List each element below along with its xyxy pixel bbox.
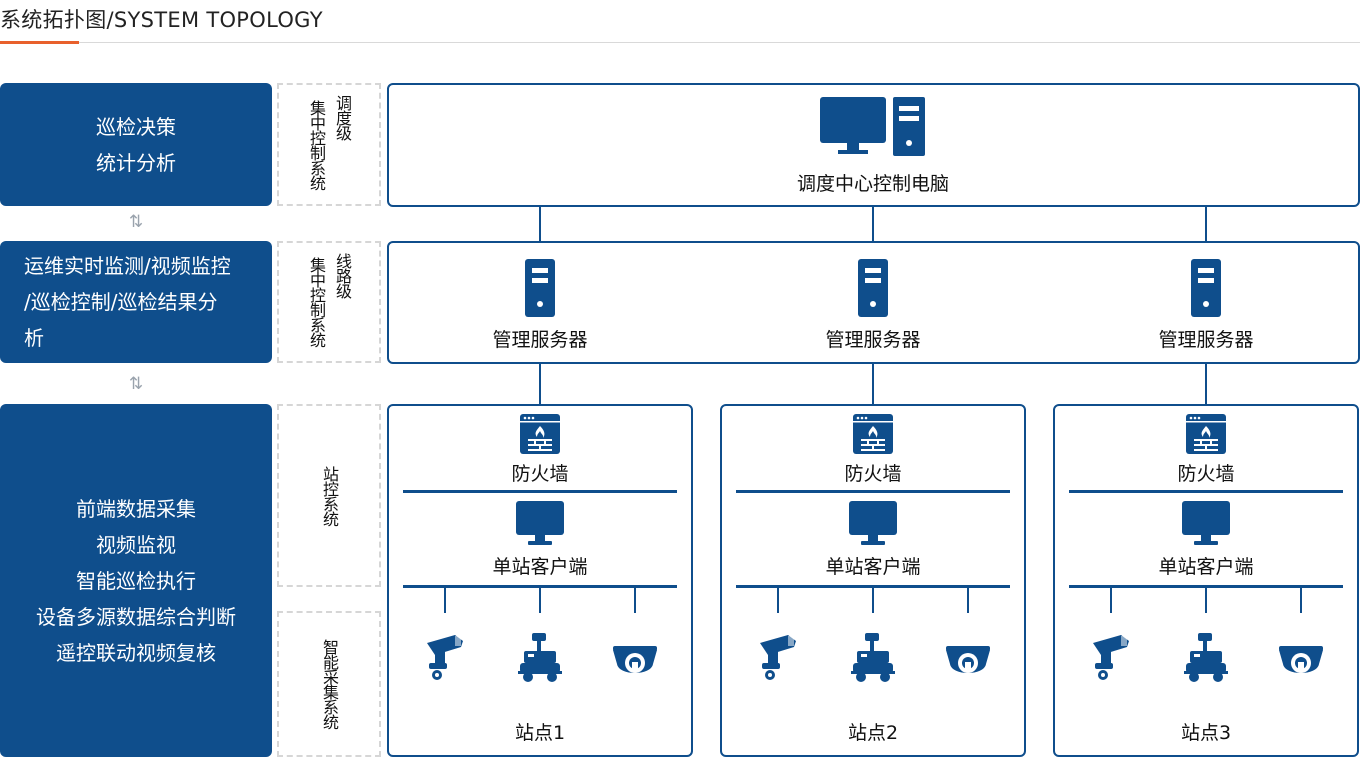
station-box-2 bbox=[720, 404, 1026, 757]
network-bus-line bbox=[1069, 490, 1343, 493]
panel-line: 统计分析 bbox=[96, 150, 176, 175]
network-bus-line bbox=[736, 490, 1010, 493]
panel-line: 智能巡检执行 bbox=[76, 568, 196, 593]
panel-line: 运维实时监测/视频监控 bbox=[24, 254, 231, 278]
monitor-icon bbox=[849, 501, 897, 545]
level-main-text: 集中控制系统 bbox=[307, 257, 326, 347]
bullet-camera-icon bbox=[427, 635, 463, 680]
device-drop-line bbox=[1300, 587, 1302, 613]
station-box-3 bbox=[1053, 404, 1359, 757]
panel-line: 巡检决策 bbox=[96, 114, 176, 139]
station-name: 站点1 bbox=[514, 722, 566, 744]
level-sub-text: 线路级 bbox=[333, 253, 352, 298]
server-label: 管理服务器 bbox=[492, 329, 588, 351]
level-main-text: 站控系统 bbox=[320, 465, 339, 526]
left-panel-decision: 巡检决策 统计分析 bbox=[0, 83, 272, 206]
network-bus-line bbox=[403, 490, 677, 493]
server-icon bbox=[858, 259, 888, 317]
panel-line: 视频监视 bbox=[96, 532, 176, 557]
device-bus-line bbox=[1069, 585, 1343, 588]
device-drop-line bbox=[634, 587, 636, 613]
device-drop-line bbox=[777, 587, 779, 613]
left-panel-monitoring: 运维实时监测/视频监控 /巡检控制/巡检结果分 析 bbox=[0, 241, 272, 363]
client-label: 单站客户端 bbox=[492, 556, 588, 578]
connector-line bbox=[872, 363, 874, 405]
bullet-camera-icon bbox=[1093, 635, 1129, 680]
server-icon bbox=[1191, 259, 1221, 317]
left-panel-collection: 前端数据采集 视频监视 智能巡检执行 设备多源数据综合判断 遥控联动视频复核 bbox=[0, 404, 272, 757]
server-label: 管理服务器 bbox=[825, 329, 921, 351]
firewall-label: 防火墙 bbox=[1177, 463, 1235, 485]
panel-line: 设备多源数据综合判断 bbox=[36, 604, 236, 629]
panel-line: /巡检控制/巡检结果分 bbox=[24, 290, 218, 314]
station-name: 站点2 bbox=[847, 722, 899, 744]
title-accent-bar bbox=[0, 41, 79, 44]
panel-line: 遥控联动视频复核 bbox=[56, 640, 216, 665]
server-icon bbox=[525, 259, 555, 317]
device-drop-line bbox=[1110, 587, 1112, 613]
connector-line bbox=[539, 206, 541, 242]
client-label: 单站客户端 bbox=[1158, 556, 1254, 578]
level-main-text: 智能采集系统 bbox=[320, 639, 339, 729]
panel-line: 前端数据采集 bbox=[76, 496, 196, 521]
level-label-station-control: 站控系统 bbox=[277, 404, 381, 587]
page-title: 系统拓扑图/SYSTEM TOPOLOGY bbox=[0, 8, 323, 32]
connector-line bbox=[1205, 363, 1207, 405]
level-label-dispatch: 集中控制系统 调度级 bbox=[277, 83, 381, 206]
inspection-robot-icon bbox=[1184, 633, 1228, 682]
device-drop-line bbox=[967, 587, 969, 613]
station-box-1 bbox=[387, 404, 693, 757]
up-down-arrow-icon: ⇅ bbox=[128, 212, 144, 232]
dome-camera-icon bbox=[613, 646, 657, 673]
bullet-camera-icon bbox=[760, 635, 796, 680]
inspection-robot-icon bbox=[851, 633, 895, 682]
client-label: 单站客户端 bbox=[825, 556, 921, 578]
title-divider bbox=[0, 42, 1360, 43]
monitor-icon bbox=[1182, 501, 1230, 545]
panel-line: 析 bbox=[24, 326, 44, 350]
monitor-icon bbox=[516, 501, 564, 545]
firewall-icon bbox=[520, 414, 560, 454]
server-label: 管理服务器 bbox=[1158, 329, 1254, 351]
firewall-label: 防火墙 bbox=[511, 463, 569, 485]
connector-line bbox=[1205, 206, 1207, 242]
dome-camera-icon bbox=[946, 646, 990, 673]
device-drop-line bbox=[444, 587, 446, 613]
level-label-smart-collection: 智能采集系统 bbox=[277, 611, 381, 757]
firewall-icon bbox=[853, 414, 893, 454]
level-sub-text: 调度级 bbox=[333, 95, 352, 140]
connector-line bbox=[539, 363, 541, 405]
desktop-computer-icon bbox=[820, 97, 925, 156]
device-drop-line bbox=[1205, 587, 1207, 613]
device-drop-line bbox=[872, 587, 874, 613]
station-name: 站点3 bbox=[1180, 722, 1232, 744]
level-label-line: 集中控制系统 线路级 bbox=[277, 241, 381, 363]
device-drop-line bbox=[539, 587, 541, 613]
level-main-text: 集中控制系统 bbox=[307, 99, 326, 190]
inspection-robot-icon bbox=[518, 633, 562, 682]
device-bus-line bbox=[736, 585, 1010, 588]
dome-camera-icon bbox=[1279, 646, 1323, 673]
firewall-icon bbox=[1186, 414, 1226, 454]
up-down-arrow-icon: ⇅ bbox=[128, 374, 144, 394]
dispatch-computer-label: 调度中心控制电脑 bbox=[796, 173, 950, 195]
firewall-label: 防火墙 bbox=[844, 463, 902, 485]
device-bus-line bbox=[403, 585, 677, 588]
connector-line bbox=[872, 206, 874, 242]
